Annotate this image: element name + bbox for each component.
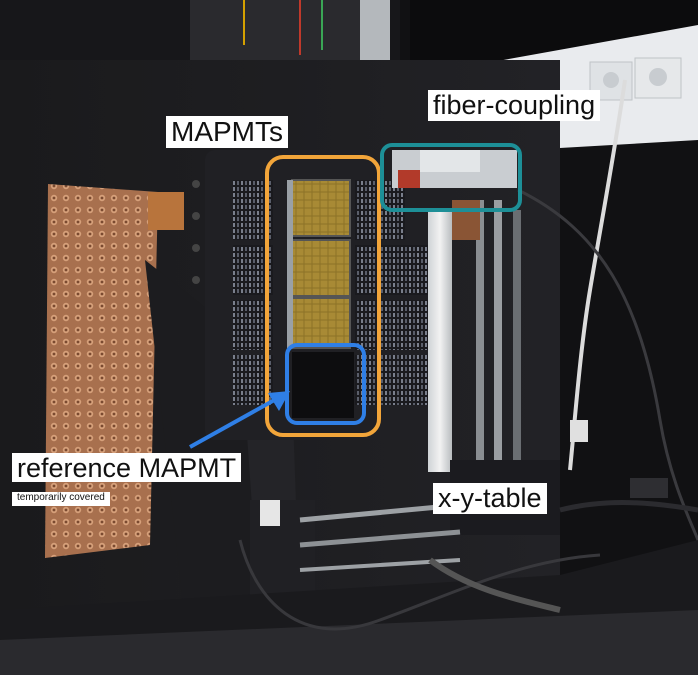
mapmt-highlight-box (265, 155, 381, 437)
mapmts-label: MAPMTs (166, 116, 288, 148)
xy-table-label: x-y-table (433, 483, 547, 514)
reference-mapmt-note: temporarily covered (12, 492, 110, 506)
reference-arrow-head (268, 391, 290, 411)
reference-arrow-line (189, 396, 279, 449)
reference-mapmt-label: reference MAPMT (12, 453, 242, 482)
fiber-coupling-label: fiber-coupling (428, 90, 601, 121)
reference-mapmt-highlight-box (285, 343, 366, 425)
fiber-coupling-highlight-box (380, 143, 522, 212)
